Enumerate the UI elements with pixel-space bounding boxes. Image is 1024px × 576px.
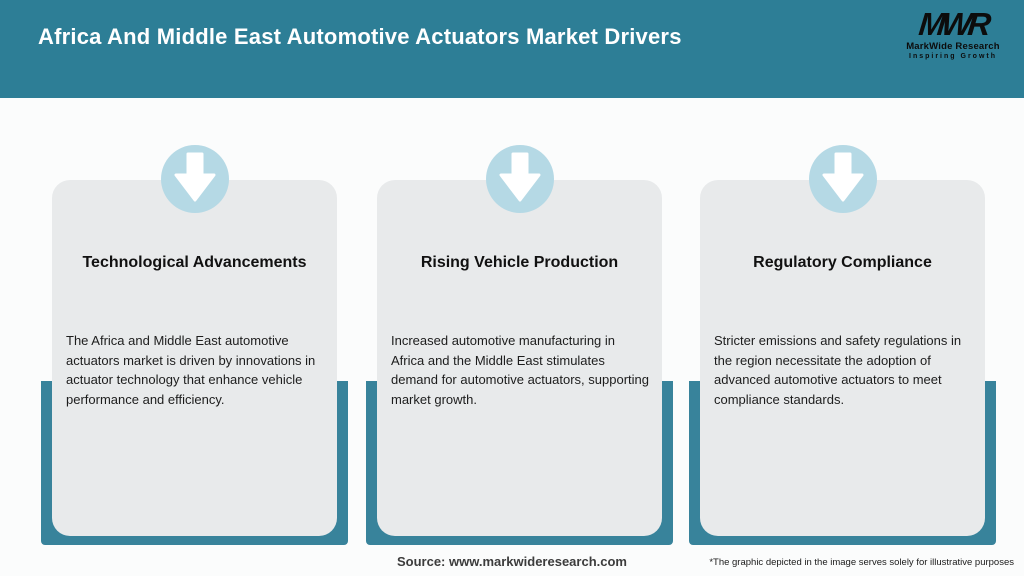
logo-tagline: Inspiring Growth <box>909 53 997 60</box>
card-description: Increased automotive manufacturing in Af… <box>391 333 649 407</box>
down-arrow-icon <box>486 145 554 213</box>
card-description: Stricter emissions and safety regulation… <box>714 333 962 407</box>
card-description: The Africa and Middle East automotive ac… <box>66 333 316 407</box>
driver-card-rising-vehicle-production: Rising Vehicle Production Increased auto… <box>377 180 662 536</box>
driver-card-regulatory-compliance: Regulatory Compliance Stricter emissions… <box>700 180 985 536</box>
page-title: Africa And Middle East Automotive Actuat… <box>38 24 682 49</box>
logo-acronym: MWR <box>917 6 989 42</box>
disclaimer-text: *The graphic depicted in the image serve… <box>709 557 1014 568</box>
card-title: Regulatory Compliance <box>753 254 932 271</box>
card-title: Rising Vehicle Production <box>420 254 619 271</box>
down-arrow-icon <box>161 145 229 213</box>
source-text: Source: www.markwideresearch.com <box>396 554 627 569</box>
down-arrow-icon <box>809 145 877 213</box>
markwide-logo: MWR MarkWide Research Inspiring Growth <box>898 6 1008 60</box>
logo-name: MarkWide Research <box>906 41 1000 52</box>
header-banner: Africa And Middle East Automotive Actuat… <box>0 0 1024 98</box>
card-title: Technological Advancements <box>82 254 307 271</box>
driver-card-technological-advancements: Technological Advancements The Africa an… <box>52 180 337 536</box>
